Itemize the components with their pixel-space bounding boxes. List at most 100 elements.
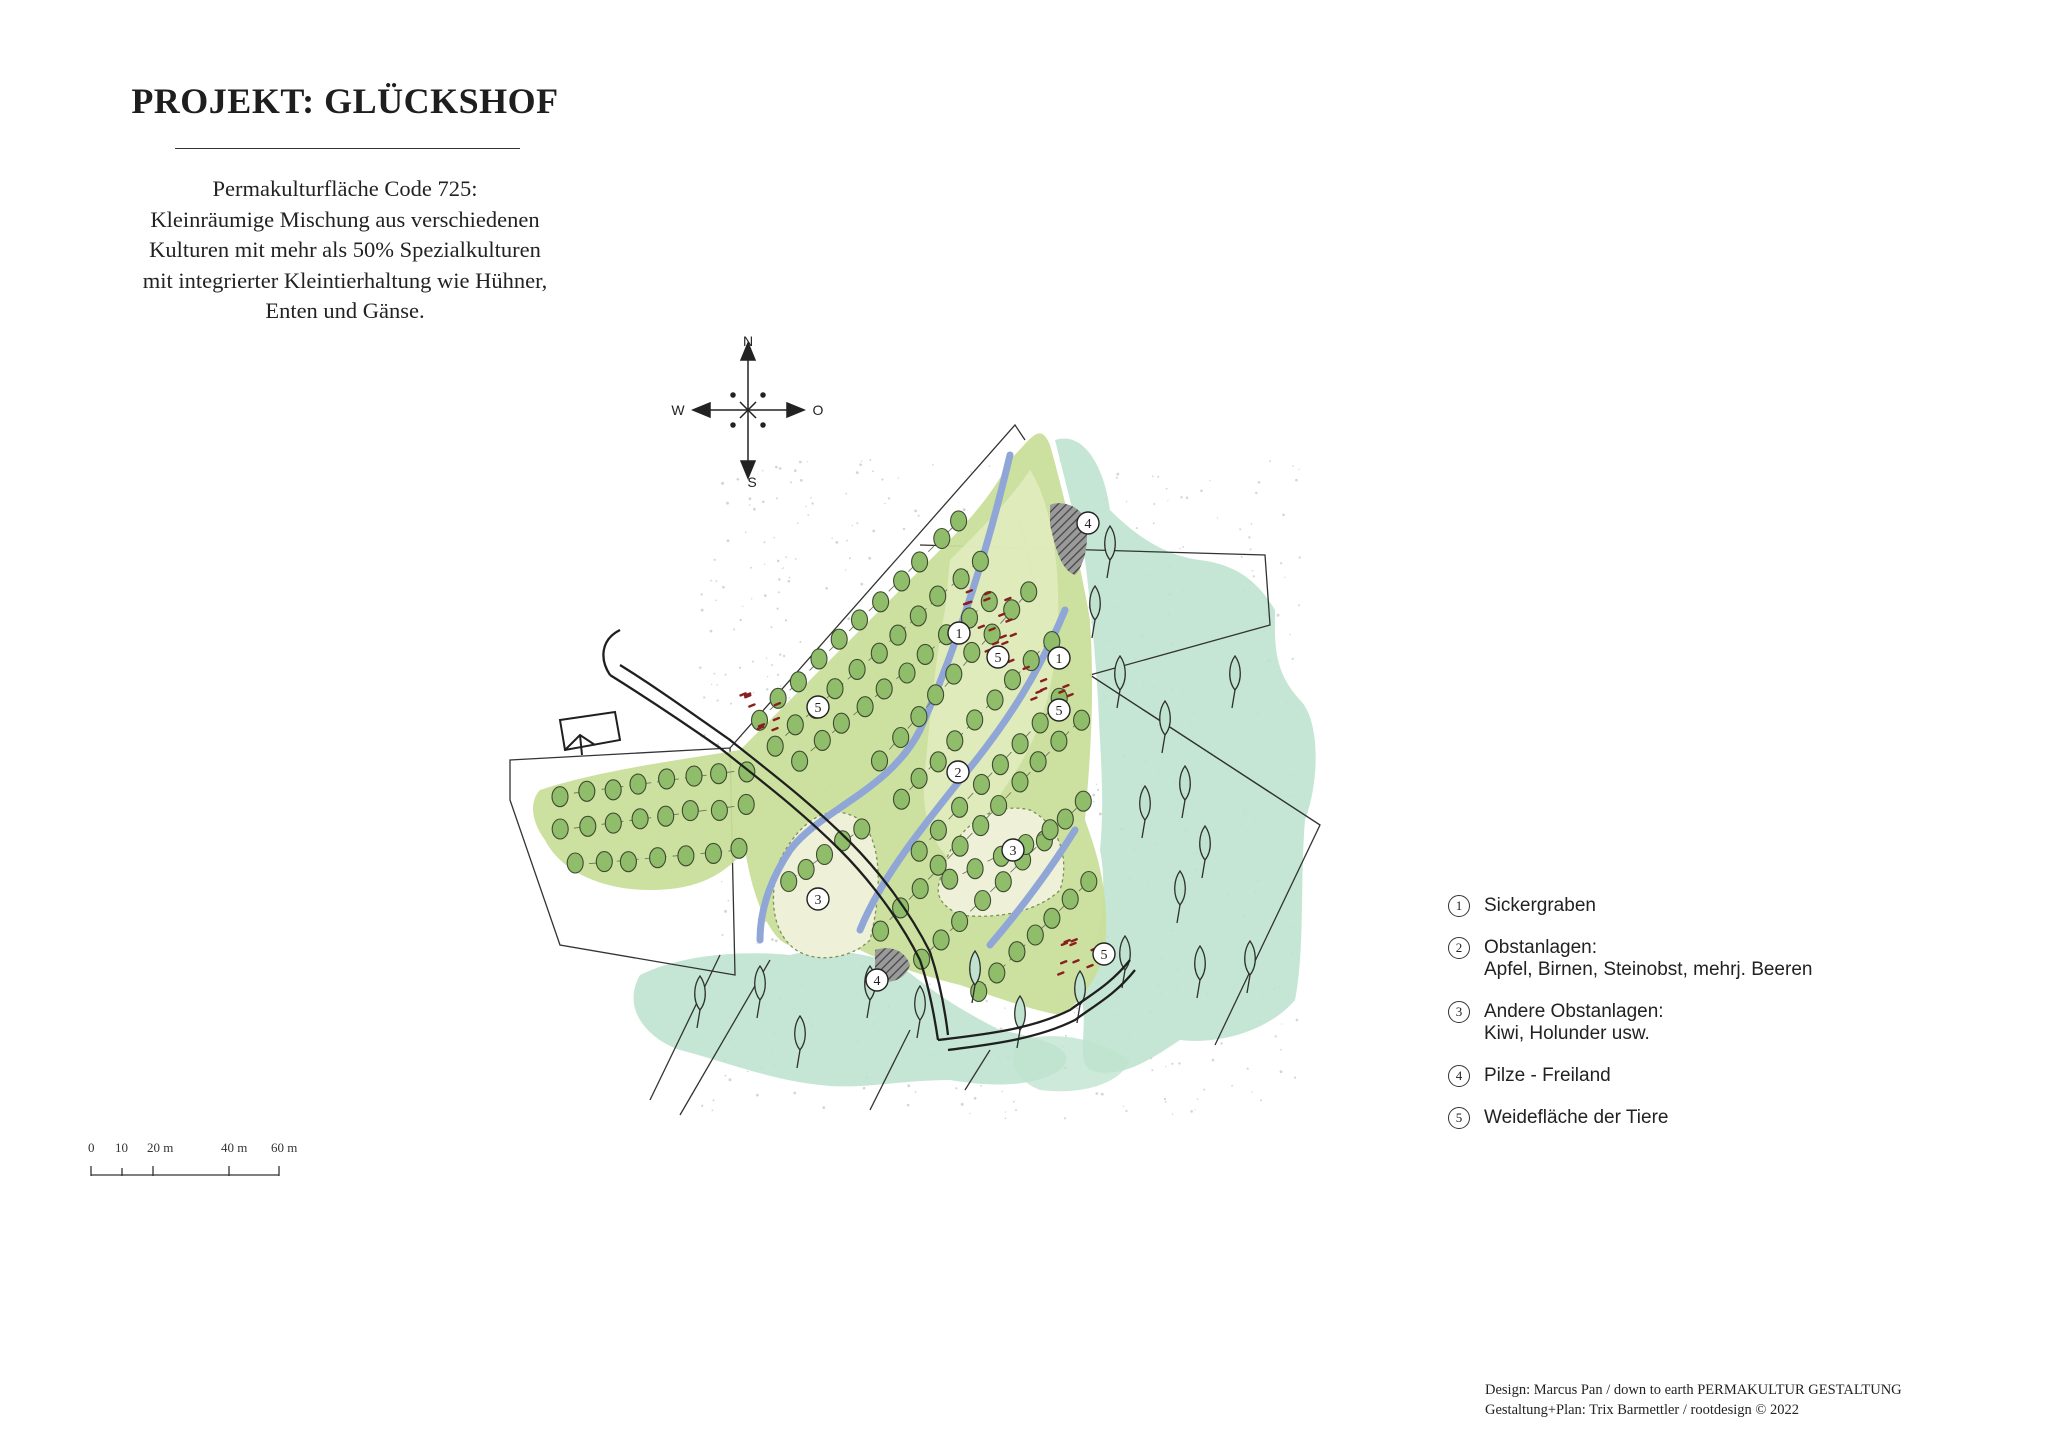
map-marker-label: 3 [1010,844,1017,859]
map-marker [865,968,889,992]
fruit-tree [892,788,911,810]
pasture-mark [965,589,973,594]
legend-item-pilze: 4 Pilze - Freiland [1448,1065,1928,1087]
speckle [739,618,742,622]
forest-tree-trunk [1106,559,1111,579]
fruit-tree [892,897,910,919]
fruit-tree [658,768,676,790]
fruit-tree [834,830,852,852]
forest-tree-trunk [866,999,871,1019]
speckle [806,461,809,463]
speckle [1196,1098,1199,1100]
fruit-tree [952,568,970,590]
fruit-tree [1003,669,1022,691]
speckle [724,909,728,913]
speckle [776,673,780,676]
speckle [1001,1090,1003,1093]
fruit-tree [604,812,622,834]
fruit-tree [769,687,787,709]
fruit-tree [1022,650,1040,672]
speckle [1220,1042,1223,1045]
fruit-tree [946,730,964,752]
fruit-tree [1003,599,1021,621]
forest-tree-trunk [1091,619,1096,639]
speckle [907,1084,911,1088]
fruit-tree [933,527,951,550]
speckle [1004,1117,1007,1120]
map-marker [946,760,970,784]
speckle [884,502,886,505]
fruit-tree [826,678,844,700]
speckle [1098,812,1102,816]
credit-design: Design: Marcus Pan / down to earth PERMA… [1485,1382,1902,1398]
speckle [1164,1100,1167,1103]
speckle [1122,1105,1124,1107]
legend-label: Andere Obstanlagen: [1484,1001,1664,1022]
forest-tree [794,1014,806,1052]
description-line: mit integrierter Kleintierhaltung wie Hü… [142,267,548,293]
fruit-tree [766,735,784,757]
speckle [1250,523,1253,525]
fruit-tree [832,712,850,734]
pasture-mark [1022,665,1030,671]
pasture-mark [757,723,766,728]
pasture-mark [1030,696,1038,701]
speckle [1200,489,1203,493]
speckle [1255,491,1258,495]
fruit-tree [789,671,807,693]
fruit-tree [870,642,888,664]
fruit-tree [791,750,809,772]
speckle [897,477,900,479]
speckle [1251,569,1254,572]
speckle [1076,1007,1079,1010]
speckle [779,685,782,687]
pasture-mark [744,694,752,699]
speckle [1276,613,1280,617]
speckle [1180,496,1183,499]
map-marker [986,645,1010,669]
map-marker-label: 5 [995,651,1002,666]
fruit-tree [945,663,963,685]
fruit-tree [604,779,622,801]
scale-label: 60 m [271,1140,298,1155]
speckle [1116,472,1120,476]
pasture-mark [991,641,1000,646]
forest-tree [1179,764,1191,802]
speckle [960,1102,964,1106]
speckle [1260,1099,1263,1102]
pasture-mark [739,692,747,697]
speckle [1005,1111,1007,1113]
forest-tree [1194,944,1206,982]
fruit-tree [685,765,703,787]
forest-tree [1159,699,1171,737]
speckle [762,500,765,504]
map-marker [1047,698,1071,722]
speckle [716,699,719,702]
fruit-tree [972,773,991,795]
pasture-mark [773,701,782,707]
fruit-tree [619,851,637,873]
speckle [711,683,713,686]
speckle [805,505,807,508]
fruit-tree [704,842,722,864]
speckle [701,1104,704,1108]
pasture-mark [771,726,779,732]
speckle [1157,475,1160,478]
speckle [775,497,778,500]
speckle [955,1087,958,1090]
scale-label: 0 [88,1140,95,1155]
speckle [1152,522,1155,525]
speckle [810,497,812,499]
speckle [744,531,747,534]
speckle [799,640,802,643]
title-divider [175,148,520,149]
speckle [766,688,769,691]
speckle [794,469,797,473]
fruit-tree [963,641,981,663]
fruit-tree [980,591,998,613]
speckle [835,541,839,544]
speckle [1194,1109,1196,1111]
speckle [881,478,884,481]
speckle [845,492,848,495]
fruit-tree [848,658,866,680]
